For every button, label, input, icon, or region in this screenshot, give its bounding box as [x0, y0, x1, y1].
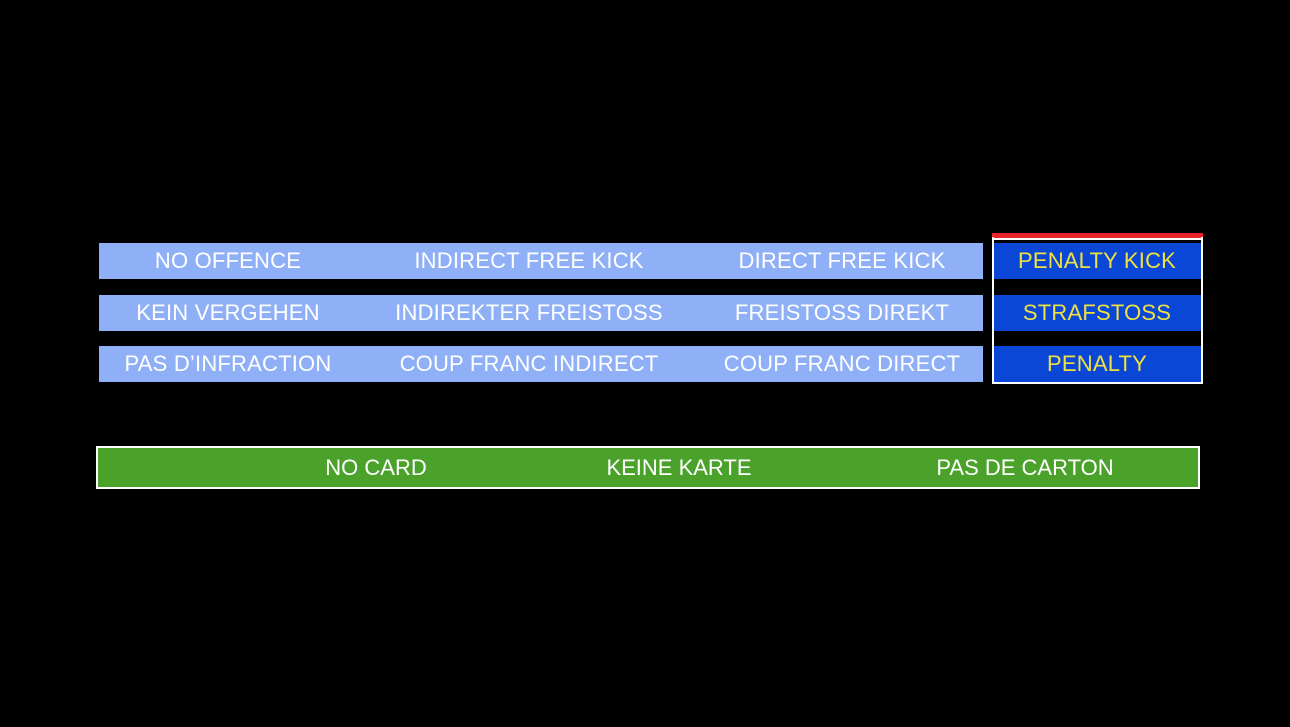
- decision-row-fr: PAS D’INFRACTION COUP FRANC INDIRECT COU…: [99, 346, 1201, 382]
- selection-frame-top: [992, 238, 1203, 240]
- option-penalty-kick-fr[interactable]: PENALTY: [993, 346, 1201, 382]
- no-card-label-de: KEINE KARTE: [606, 455, 752, 480]
- option-direct-free-kick-fr[interactable]: COUP FRANC DIRECT: [701, 346, 983, 382]
- option-no-offence[interactable]: NO OFFENCE: [99, 243, 357, 279]
- option-no-offence-de[interactable]: KEIN VERGEHEN: [99, 295, 357, 331]
- option-penalty-kick[interactable]: PENALTY KICK: [993, 243, 1201, 279]
- option-direct-free-kick[interactable]: DIRECT FREE KICK: [701, 243, 983, 279]
- selection-indicator-bar: [992, 233, 1203, 238]
- no-card-label-fr: PAS DE CARTON: [936, 455, 1114, 480]
- option-penalty-kick-de[interactable]: STRAFSTOSS: [993, 295, 1201, 331]
- no-card-label-en: NO CARD: [325, 455, 427, 480]
- option-indirect-free-kick-de[interactable]: INDIREKTER FREISTOSS: [357, 295, 701, 331]
- option-no-offence-fr[interactable]: PAS D’INFRACTION: [99, 346, 357, 382]
- decision-row-de: KEIN VERGEHEN INDIREKTER FREISTOSS FREIS…: [99, 295, 1201, 331]
- option-indirect-free-kick-fr[interactable]: COUP FRANC INDIRECT: [357, 346, 701, 382]
- option-indirect-free-kick[interactable]: INDIRECT FREE KICK: [357, 243, 701, 279]
- no-card-option[interactable]: NO CARD KEINE KARTE PAS DE CARTON: [96, 446, 1200, 489]
- decision-row-en: NO OFFENCE INDIRECT FREE KICK DIRECT FRE…: [99, 243, 1201, 279]
- option-direct-free-kick-de[interactable]: FREISTOSS DIREKT: [701, 295, 983, 331]
